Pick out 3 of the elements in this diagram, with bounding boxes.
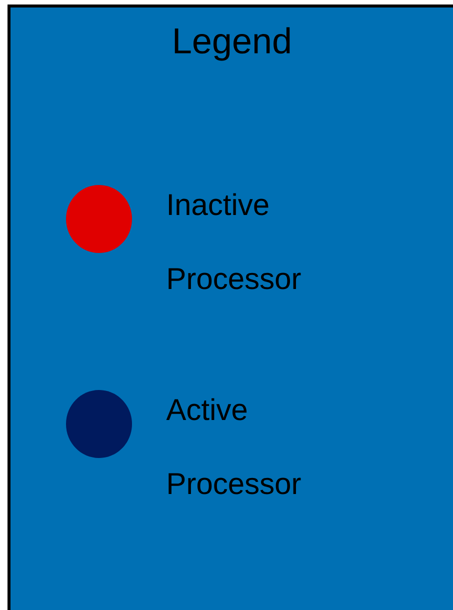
legend-title: Legend — [174, 27, 290, 61]
legend-label: Active Processor — [166, 398, 301, 494]
legend-label: Inactive Processor — [168, 193, 301, 290]
